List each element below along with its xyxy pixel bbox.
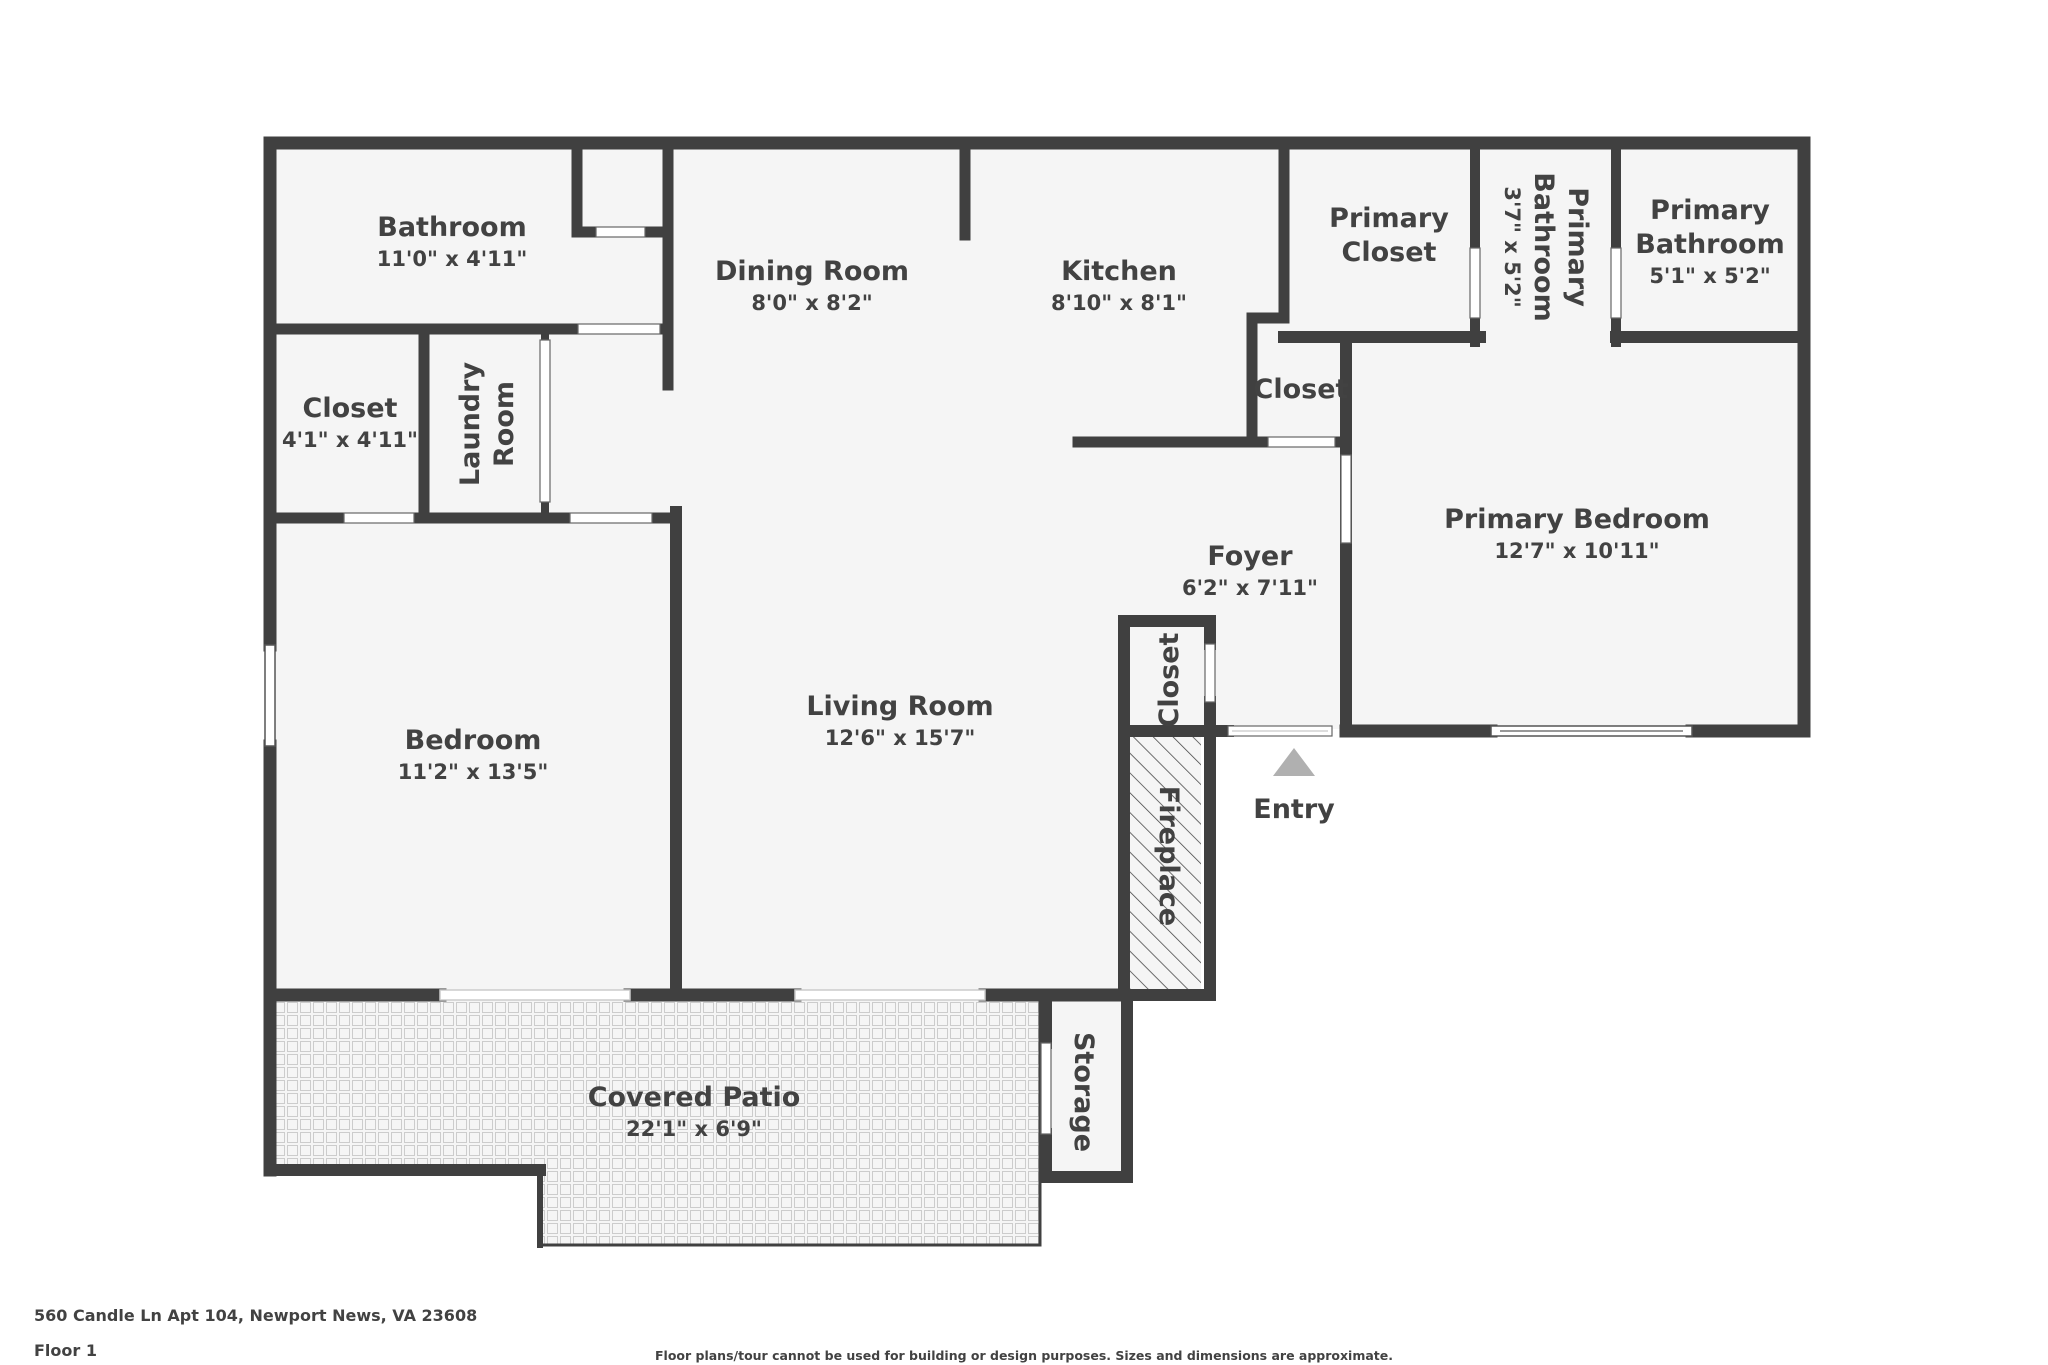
patio-name: Covered Patio bbox=[588, 1082, 801, 1113]
entry-label: Entry bbox=[1253, 794, 1335, 825]
room-labels: Bathroom 11'0" x 4'11" Closet 4'1" x 4'1… bbox=[282, 172, 1785, 1152]
disclaimer: Floor plans/tour cannot be used for buil… bbox=[655, 1348, 1393, 1363]
closet-foyer-name: Closet bbox=[1254, 374, 1349, 405]
storage-name: Storage bbox=[1068, 1032, 1099, 1152]
dining-name: Dining Room bbox=[715, 256, 909, 287]
primary-bath-small-dim: 3'7" x 5'2" bbox=[1500, 186, 1524, 307]
left-wing-floor bbox=[272, 145, 672, 1000]
walls bbox=[263, 136, 1811, 1248]
closet-coat-name: Closet bbox=[1154, 632, 1185, 727]
primary-bedroom-name: Primary Bedroom bbox=[1444, 504, 1710, 535]
laundry-line1: Laundry bbox=[455, 362, 486, 487]
window-bedroom-left bbox=[264, 644, 276, 747]
dining-dim: 8'0" x 8'2" bbox=[751, 291, 872, 315]
fireplace-hatch bbox=[1124, 736, 1201, 991]
bathroom-dim: 11'0" x 4'11" bbox=[377, 247, 528, 271]
patio-floor bbox=[272, 1000, 1040, 1245]
living-name: Living Room bbox=[806, 691, 993, 722]
fireplace-name: Fireplace bbox=[1153, 786, 1184, 926]
property-address: 560 Candle Ln Apt 104, Newport News, VA … bbox=[34, 1306, 478, 1325]
closet-left-dim: 4'1" x 4'11" bbox=[282, 428, 418, 452]
closet-left-name: Closet bbox=[303, 393, 398, 424]
foyer-dim: 6'2" x 7'11" bbox=[1182, 576, 1318, 600]
primary-bath-line2: Bathroom bbox=[1635, 229, 1784, 260]
primary-closet-line1: Primary bbox=[1329, 203, 1449, 234]
primary-bedroom-dim: 12'7" x 10'11" bbox=[1494, 539, 1659, 563]
primary-bath-small-line2: Bathroom bbox=[1528, 172, 1559, 321]
floor-label: Floor 1 bbox=[34, 1341, 97, 1360]
kitchen-name: Kitchen bbox=[1061, 256, 1177, 287]
foyer-name: Foyer bbox=[1207, 541, 1293, 572]
primary-bath-line1: Primary bbox=[1650, 195, 1770, 226]
living-dim: 12'6" x 15'7" bbox=[825, 726, 976, 750]
floor-fills bbox=[272, 145, 1802, 1245]
patio-dim: 22'1" x 6'9" bbox=[626, 1117, 762, 1141]
primary-closet-line2: Closet bbox=[1342, 237, 1437, 268]
windows bbox=[264, 644, 1693, 1001]
kitchen-dim: 8'10" x 8'1" bbox=[1051, 291, 1187, 315]
storage-floor bbox=[1040, 1000, 1124, 1173]
laundry-line2: Room bbox=[489, 381, 520, 467]
bedroom-name: Bedroom bbox=[405, 725, 542, 756]
window-bedroom-patio bbox=[439, 989, 631, 1001]
primary-bath-small-line1: Primary bbox=[1562, 187, 1593, 307]
entry-arrow-icon bbox=[1273, 748, 1315, 776]
bathroom-name: Bathroom bbox=[377, 212, 526, 243]
primary-bath-dim: 5'1" x 5'2" bbox=[1649, 264, 1770, 288]
window-living bbox=[794, 989, 986, 1001]
bedroom-dim: 11'2" x 13'5" bbox=[398, 760, 549, 784]
